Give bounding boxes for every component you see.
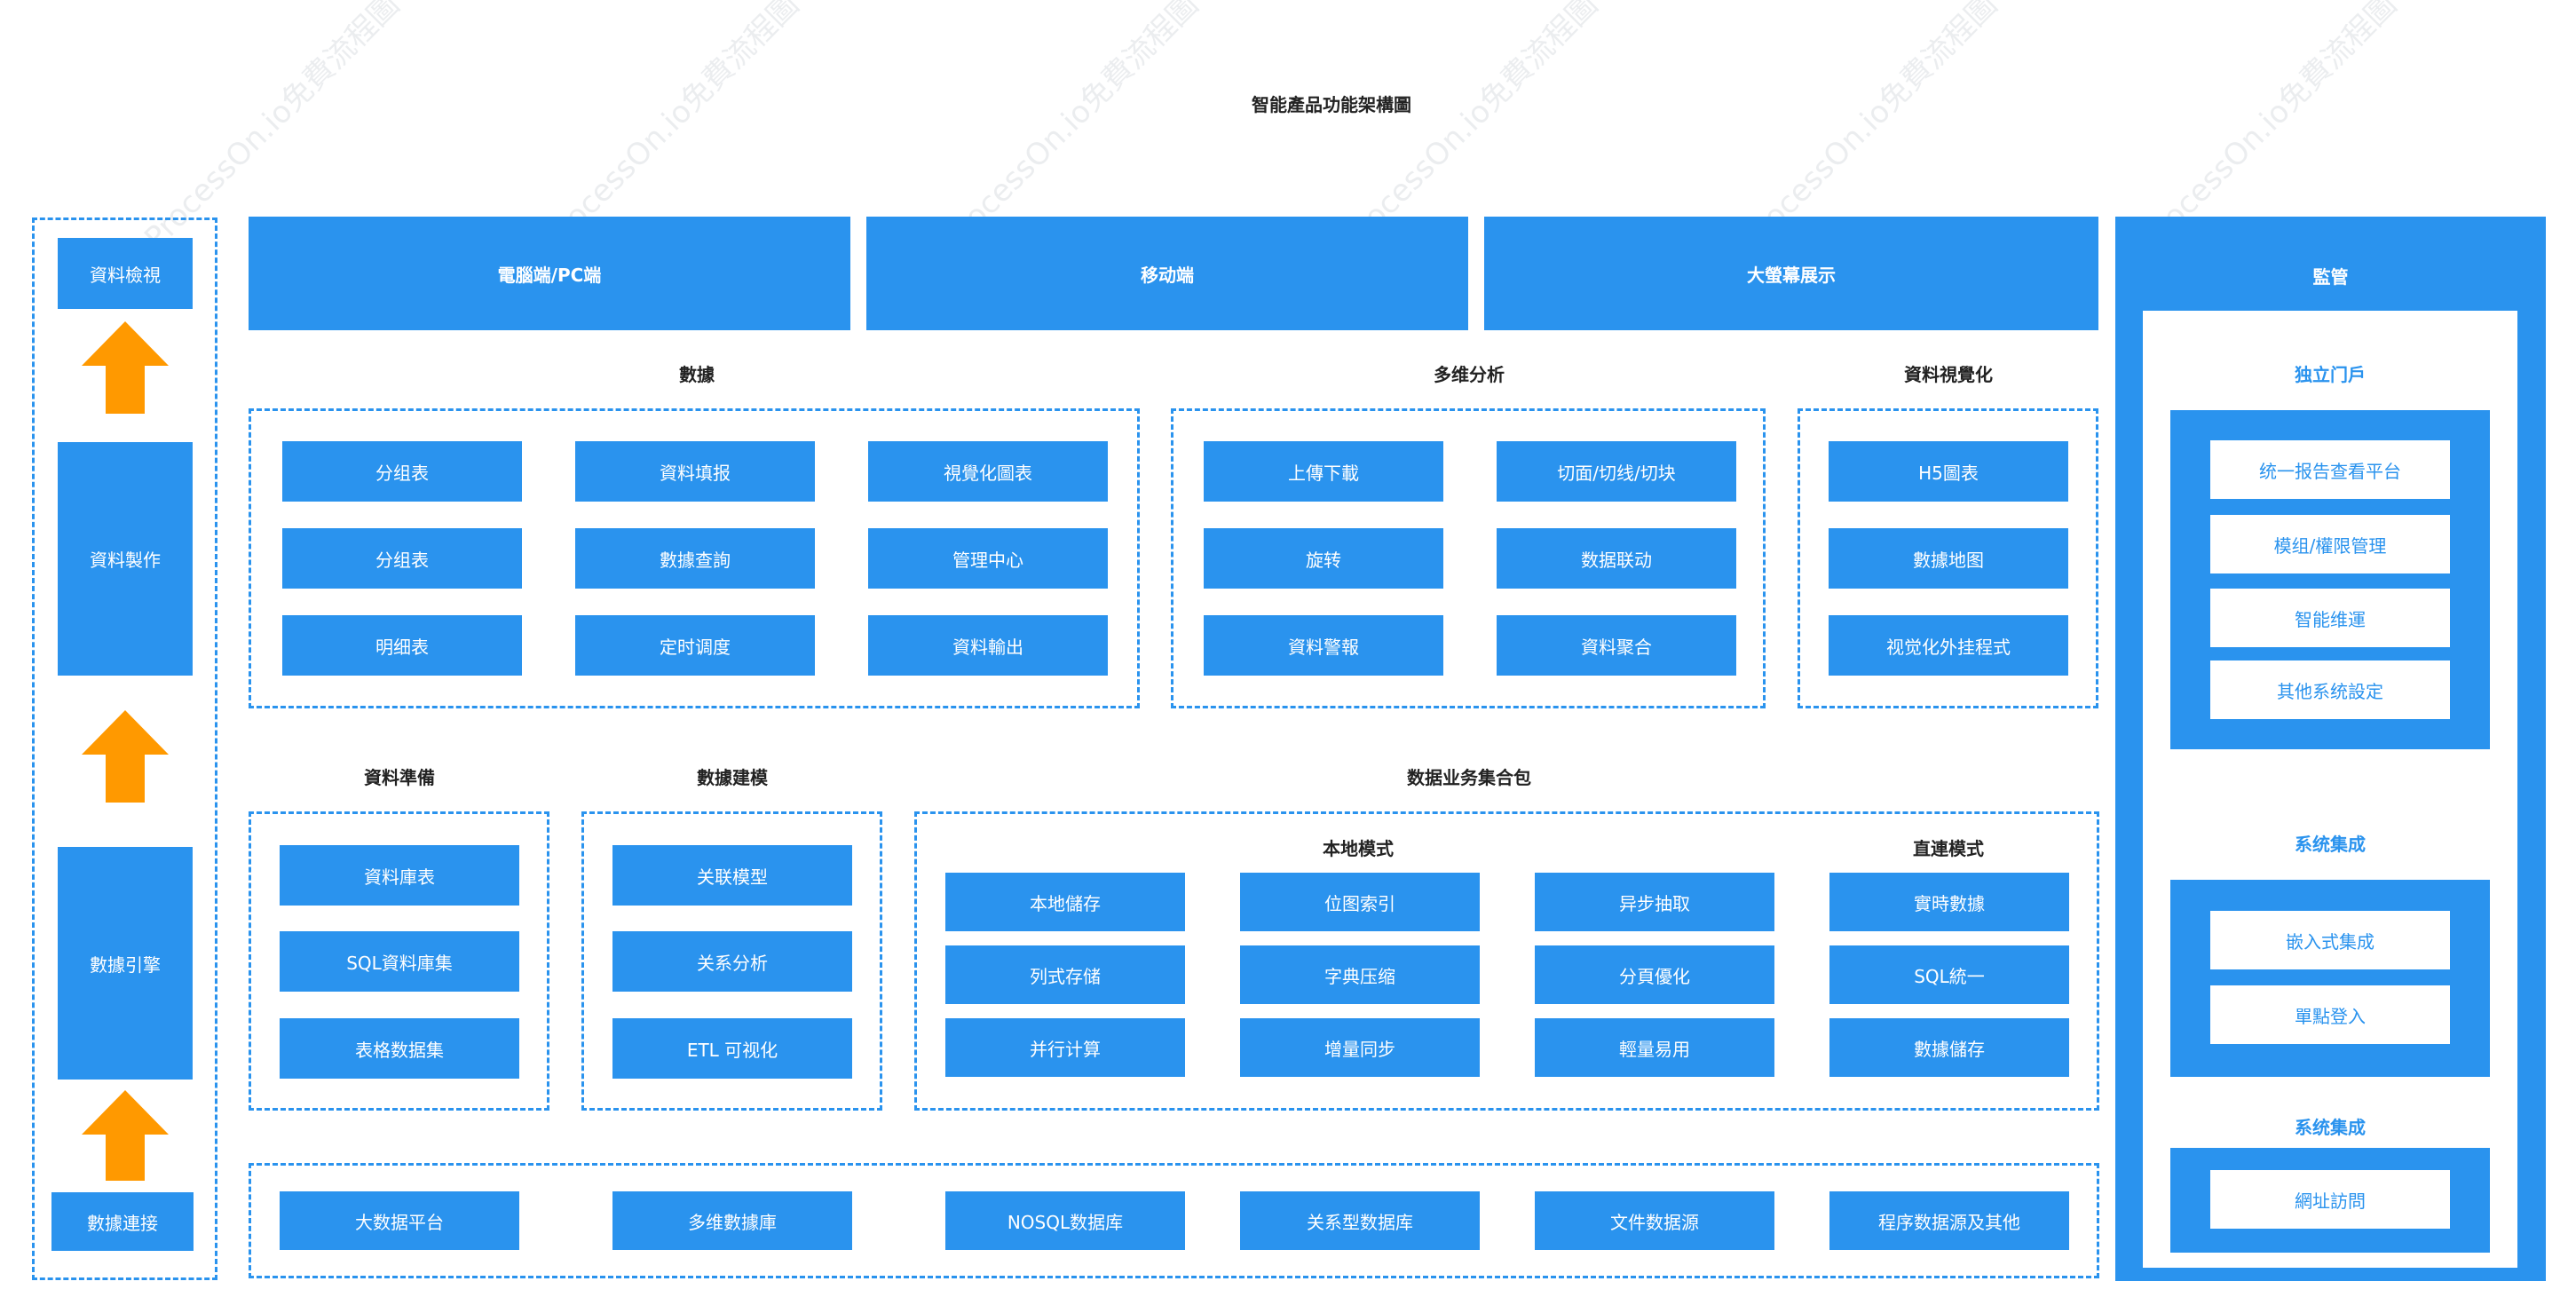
data-item: 資料輸出 (868, 615, 1108, 676)
supervise-title: 監管 (2312, 266, 2349, 288)
bundle-item: 字典压缩 (1240, 945, 1480, 1004)
arrow-up-icon (82, 321, 169, 414)
model-item: ETL 可视化 (612, 1018, 852, 1079)
bundle-item: 增量同步 (1240, 1018, 1480, 1077)
top-bigscreen: 大螢幕展示 (1484, 217, 2098, 330)
multi-item: 資料警報 (1204, 615, 1443, 676)
top-mobile: 移动端 (866, 217, 1468, 330)
prep-item: SQL資料庫集 (280, 931, 519, 992)
data-item: 資料填报 (575, 441, 815, 502)
section-title-viz: 資料視覺化 (1904, 364, 1993, 385)
multi-item: 数据联动 (1497, 528, 1736, 589)
prep-item: 表格数据集 (280, 1018, 519, 1079)
portal-item: 模组/權限管理 (2210, 515, 2450, 573)
integration-item: 嵌入式集成 (2210, 911, 2450, 969)
left-item-view: 資料檢視 (58, 238, 193, 309)
left-column (32, 218, 217, 1280)
section-viz (1798, 408, 2098, 708)
section-title-prep: 資料準備 (364, 767, 435, 788)
arrow-up-icon (82, 1090, 169, 1181)
bundle-item: SQL統一 (1829, 945, 2069, 1004)
bundle-item: 實時數據 (1829, 873, 2069, 931)
source-item: 多维數據庫 (612, 1191, 852, 1250)
diagram-title: 智能產品功能架構圖 (1252, 94, 1411, 115)
bundle-item: 列式存储 (945, 945, 1185, 1004)
prep-item: 資料庫表 (280, 845, 519, 906)
section-title-bundle: 数据业务集合包 (1407, 767, 1531, 788)
model-item: 关联模型 (612, 845, 852, 906)
section-title-model: 數據建模 (697, 767, 768, 788)
source-item: 大数据平台 (280, 1191, 519, 1250)
bundle-item: 异步抽取 (1535, 873, 1774, 931)
source-item: 关系型数据库 (1240, 1191, 1480, 1250)
section-title-data: 數據 (679, 364, 715, 385)
section-bundle (914, 811, 2099, 1111)
portal-item: 统一报告查看平台 (2210, 440, 2450, 499)
viz-item: 视觉化外挂程式 (1829, 615, 2068, 676)
section-prep (249, 811, 549, 1111)
left-item-connect: 數據連接 (51, 1192, 194, 1251)
integration-item: 單點登入 (2210, 985, 2450, 1044)
bundle-item: 數據儲存 (1829, 1018, 2069, 1077)
data-item: 數據查詢 (575, 528, 815, 589)
bundle-direct-title: 直連模式 (1913, 838, 1984, 859)
model-item: 关系分析 (612, 931, 852, 992)
bundle-item: 并行计算 (945, 1018, 1185, 1077)
section-model (581, 811, 882, 1111)
top-pc: 電腦端/PC端 (249, 217, 850, 330)
bundle-item: 位图索引 (1240, 873, 1480, 931)
source-item: NOSQL数据库 (945, 1191, 1185, 1250)
multi-item: 旋转 (1204, 528, 1443, 589)
portal-title: 独立门戶 (2295, 364, 2366, 385)
source-item: 程序数据源及其他 (1829, 1191, 2069, 1250)
left-item-make: 資料製作 (58, 442, 193, 676)
source-item: 文件数据源 (1535, 1191, 1774, 1250)
data-item: 定时调度 (575, 615, 815, 676)
multi-item: 資料聚合 (1497, 615, 1736, 676)
multi-item: 切面/切线/切块 (1497, 441, 1736, 502)
bundle-item: 本地儲存 (945, 873, 1185, 931)
multi-item: 上傳下載 (1204, 441, 1443, 502)
viz-item: 數據地图 (1829, 528, 2068, 589)
integration-title-2: 系统集成 (2295, 1117, 2366, 1138)
portal-item: 智能维運 (2210, 589, 2450, 647)
data-item: 分组表 (282, 441, 522, 502)
bundle-local-title: 本地模式 (1323, 838, 1394, 859)
viz-item: H5圖表 (1829, 441, 2068, 502)
data-item: 分组表 (282, 528, 522, 589)
integration-title: 系统集成 (2295, 834, 2366, 855)
left-item-engine: 數據引擎 (58, 847, 193, 1080)
section-multi (1171, 408, 1766, 708)
integration-item: 網址訪問 (2210, 1170, 2450, 1229)
section-data (249, 408, 1140, 708)
integration-box (2170, 880, 2490, 1077)
data-item: 管理中心 (868, 528, 1108, 589)
data-item: 視覺化圖表 (868, 441, 1108, 502)
portal-item: 其他系统設定 (2210, 660, 2450, 719)
data-item: 明细表 (282, 615, 522, 676)
bundle-item: 輕量易用 (1535, 1018, 1774, 1077)
arrow-up-icon (82, 710, 169, 803)
section-title-multi: 多维分析 (1434, 364, 1505, 385)
bundle-item: 分頁優化 (1535, 945, 1774, 1004)
section-sources (249, 1163, 2099, 1278)
